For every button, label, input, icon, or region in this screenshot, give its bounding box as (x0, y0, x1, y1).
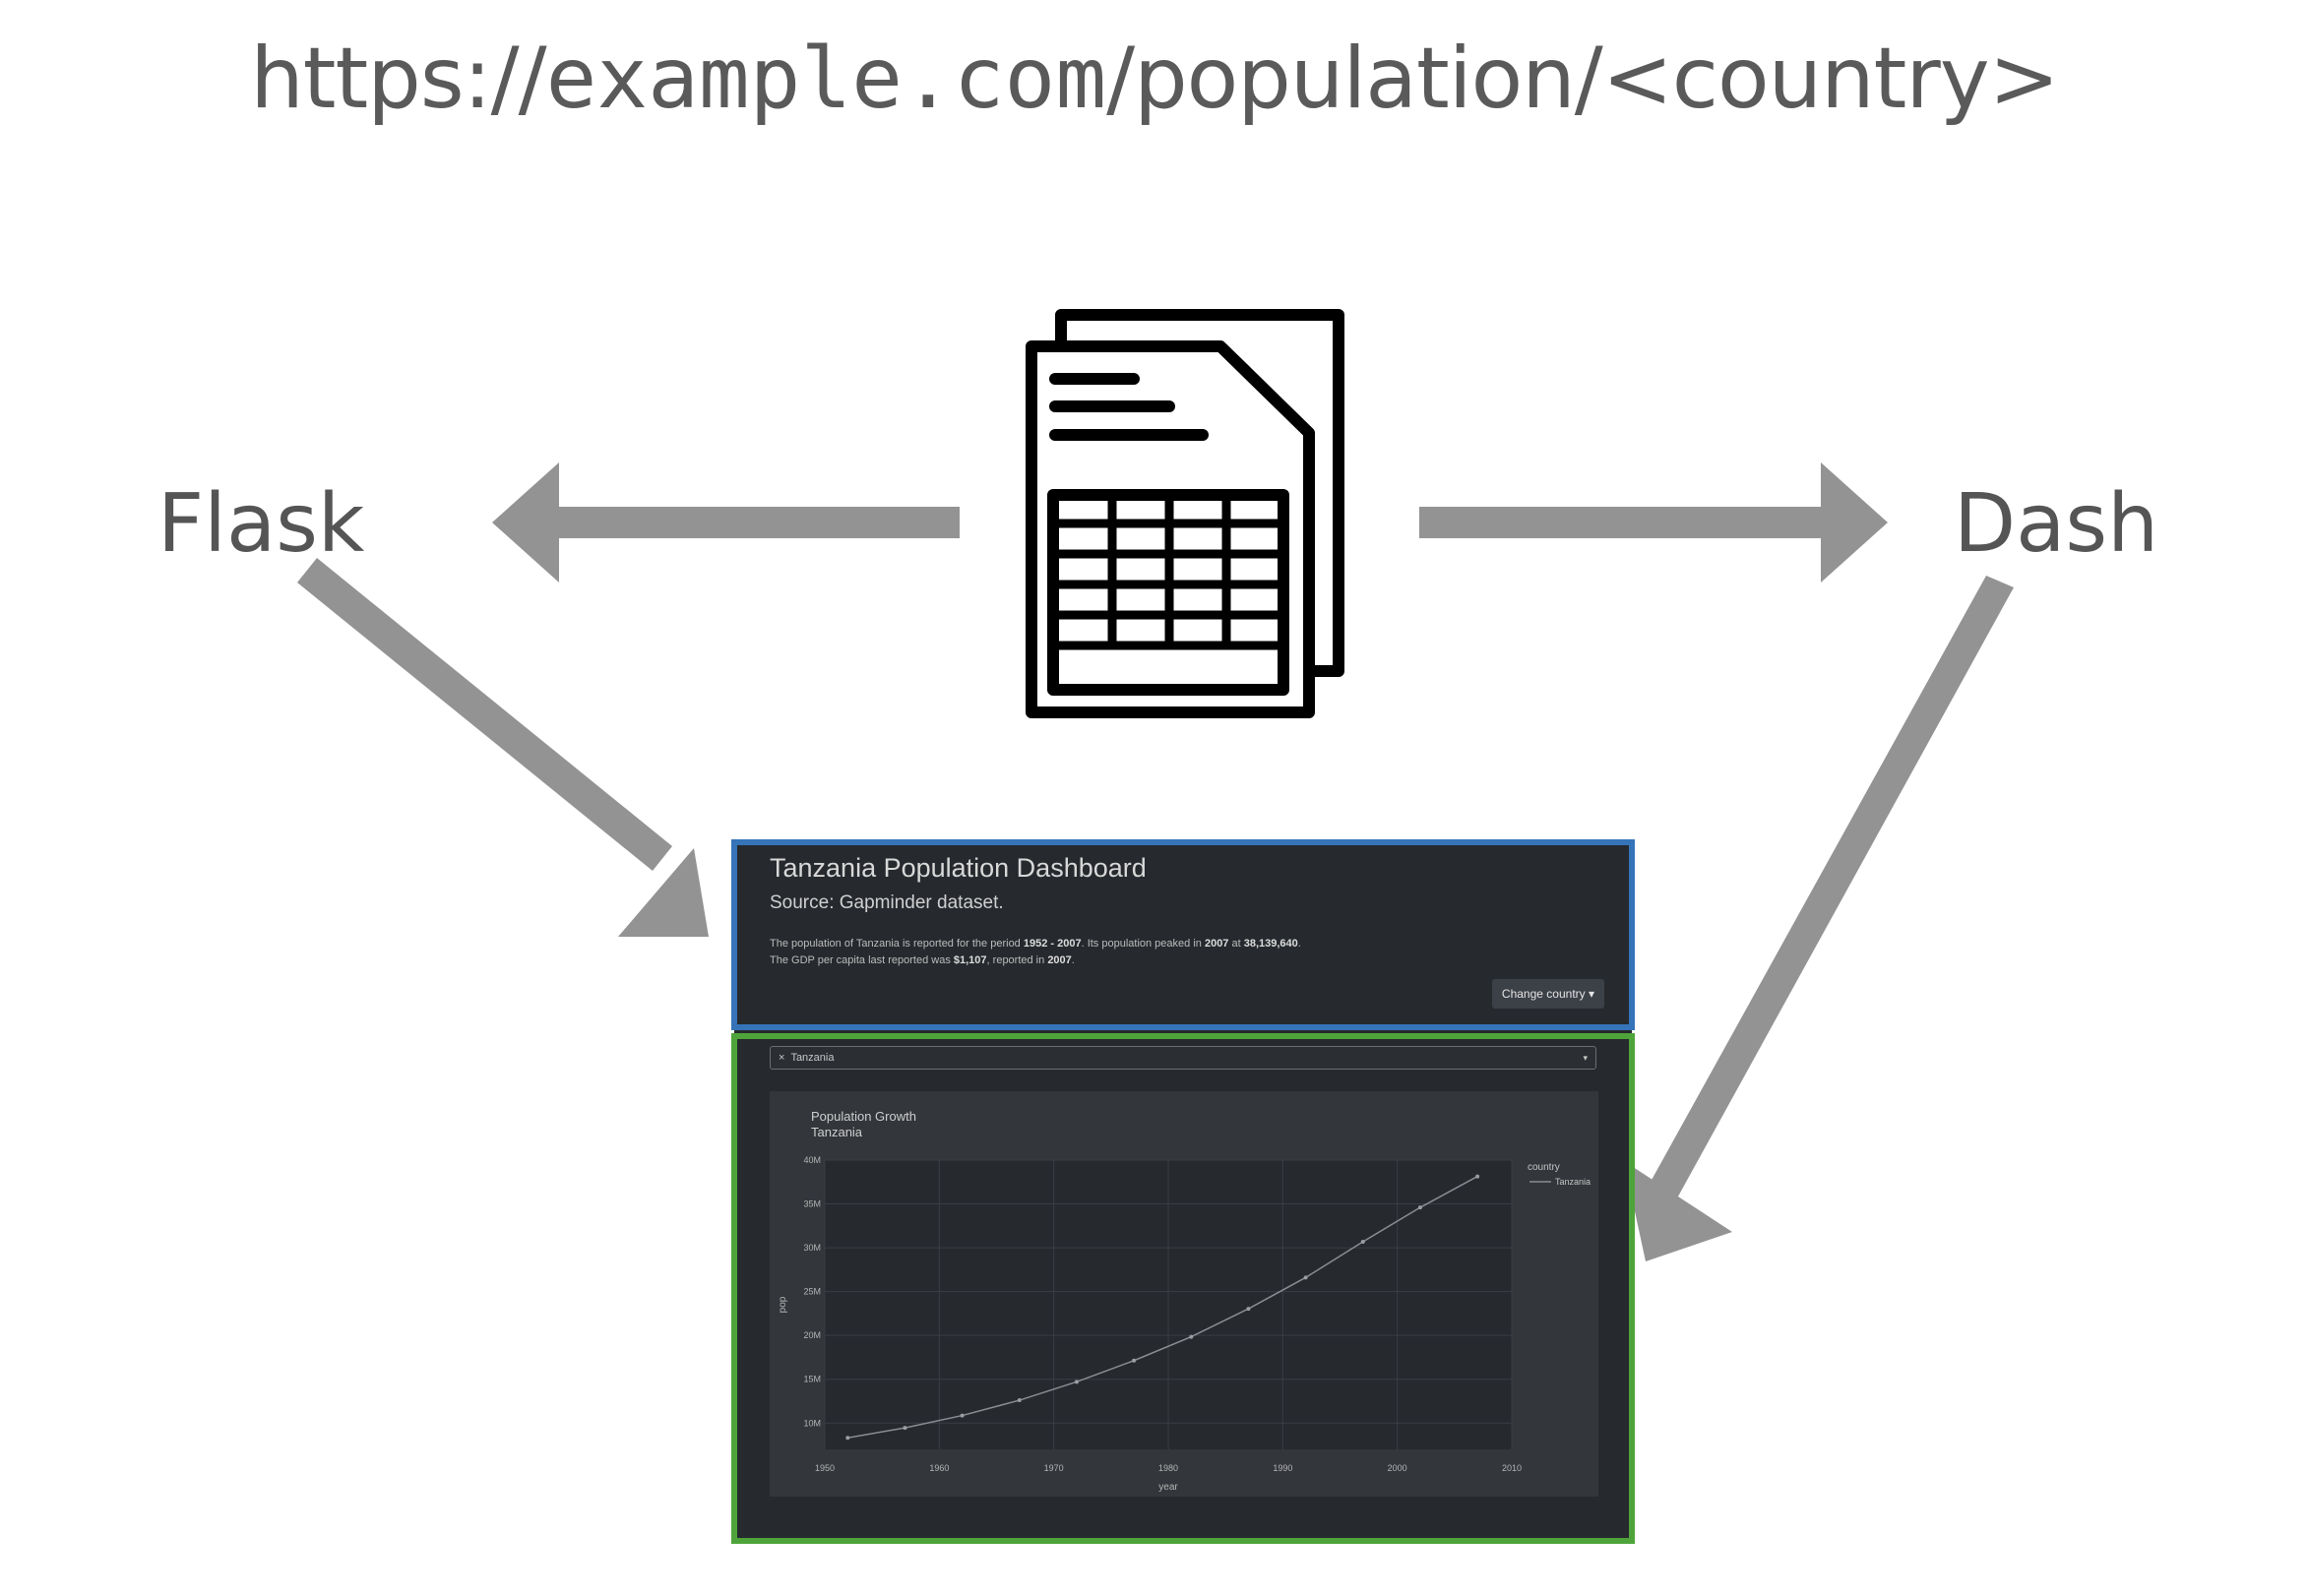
data-point (845, 1436, 850, 1441)
data-point (1417, 1205, 1422, 1210)
y-tick-label: 30M (803, 1243, 821, 1253)
data-point (903, 1426, 907, 1431)
dashboard-subtitle: Source: Gapminder dataset. (770, 892, 1004, 913)
clear-selection-icon[interactable]: × (779, 1052, 785, 1064)
url-domain: example.com (545, 30, 1107, 128)
y-tick-label: 10M (803, 1418, 821, 1428)
gdp-summary: The GDP per capita last reported was $1,… (770, 954, 1075, 966)
dropdown-selected-value: Tanzania (790, 1052, 835, 1064)
dashboard-title: Tanzania Population Dashboard (770, 853, 1147, 883)
dash-label: Dash (1954, 477, 2159, 571)
x-tick-label: 1970 (1044, 1463, 1064, 1473)
data-point (1074, 1380, 1079, 1384)
data-point (1017, 1398, 1022, 1403)
y-axis-label: pop (778, 1296, 788, 1313)
chart-title: Population Growth (811, 1109, 916, 1124)
legend-title: country (1528, 1162, 1560, 1173)
data-point (1189, 1334, 1194, 1339)
data-point (960, 1413, 965, 1418)
spreadsheet-document-icon (1026, 309, 1344, 718)
dashboard-screenshot: Tanzania Population Dashboard Source: Ga… (731, 839, 1635, 1544)
x-tick-label: 1990 (1273, 1463, 1292, 1473)
url-pattern: https://example.com/population/<country> (250, 30, 2059, 128)
arrow-dash-to-dashboard (1624, 576, 2014, 1261)
arrow-to-flask (492, 462, 960, 583)
flask-label: Flask (157, 477, 365, 571)
change-country-button[interactable]: Change country ▾ (1491, 979, 1604, 1009)
x-tick-label: 1960 (929, 1463, 949, 1473)
series-line-tanzania (847, 1175, 1478, 1439)
x-tick-label: 1980 (1158, 1463, 1178, 1473)
arrow-flask-to-dashboard (297, 558, 709, 937)
x-axis-label: year (1158, 1482, 1178, 1493)
x-tick-label: 1950 (815, 1463, 835, 1473)
data-point (1246, 1307, 1251, 1312)
chevron-down-icon[interactable]: ▾ (1583, 1053, 1588, 1063)
data-point (1360, 1239, 1365, 1244)
chart-subtitle: Tanzania (811, 1125, 863, 1139)
population-summary: The population of Tanzania is reported f… (770, 938, 1301, 950)
x-tick-label: 2000 (1388, 1463, 1407, 1473)
y-tick-label: 20M (803, 1330, 821, 1340)
y-tick-label: 25M (803, 1287, 821, 1297)
y-tick-label: 40M (803, 1155, 821, 1165)
y-tick-label: 35M (803, 1199, 821, 1209)
dashboard-body-highlight (731, 1033, 1635, 1544)
data-point (1475, 1174, 1480, 1179)
legend-entry: Tanzania (1555, 1177, 1591, 1187)
x-tick-label: 2010 (1502, 1463, 1522, 1473)
country-dropdown[interactable]: × Tanzania ▾ (770, 1046, 1596, 1070)
data-point (1132, 1358, 1137, 1363)
y-tick-label: 15M (803, 1375, 821, 1384)
arrow-to-dash (1419, 462, 1888, 583)
dashboard-header-highlight (731, 839, 1635, 1030)
data-point (1303, 1275, 1308, 1280)
